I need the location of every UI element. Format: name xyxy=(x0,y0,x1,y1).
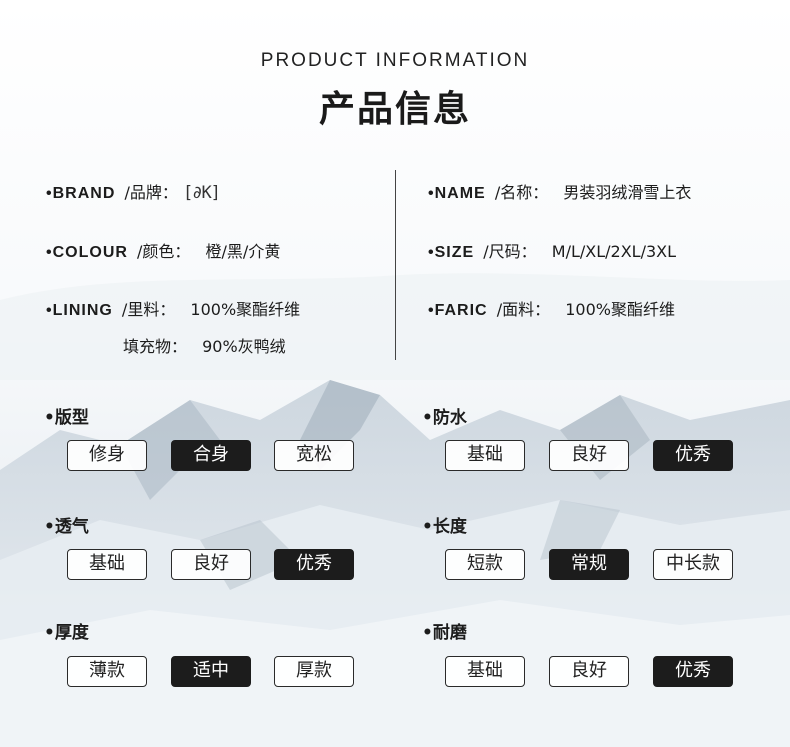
heading-cn: 产品信息 xyxy=(318,89,471,130)
spec-faric-value: 100%聚酯纤维 xyxy=(565,300,675,319)
attr-durability-title: •耐磨 xyxy=(422,623,467,643)
attr-fit-option-1[interactable]: 修身 xyxy=(67,440,147,471)
attr-breathability-option-2[interactable]: 良好 xyxy=(171,549,251,580)
spec-colour: •COLOUR /颜色： 橙/黑/介黄 xyxy=(46,241,280,263)
spec-name: •NAME /名称： 男装羽绒滑雪上衣 xyxy=(428,182,691,204)
attr-thickness-option-3[interactable]: 厚款 xyxy=(274,656,354,687)
spec-size-value: M/L/XL/2XL/3XL xyxy=(551,242,677,261)
spec-filling: 填充物： 90%灰鸭绒 xyxy=(123,333,286,357)
spec-colour-value: 橙/黑/介黄 xyxy=(205,242,281,261)
attr-breathability-title: •透气 xyxy=(44,517,89,537)
spec-size-key: •SIZE xyxy=(428,244,475,261)
attr-waterproof-option-1[interactable]: 基础 xyxy=(445,440,525,471)
attr-length-option-1[interactable]: 短款 xyxy=(445,549,525,580)
spec-filling-value: 90%灰鸭绒 xyxy=(202,337,286,356)
spec-colour-key: •COLOUR xyxy=(46,244,128,261)
attr-waterproof-option-2[interactable]: 良好 xyxy=(549,440,629,471)
spec-name-value: 男装羽绒滑雪上衣 xyxy=(563,183,692,202)
attr-thickness-title: •厚度 xyxy=(44,623,89,643)
spec-faric-key: •FARIC xyxy=(428,302,488,319)
attr-fit-option-3[interactable]: 宽松 xyxy=(274,440,354,471)
spec-colour-label: /颜色： xyxy=(137,242,191,261)
attr-waterproof-title: •防水 xyxy=(422,408,467,428)
attr-length-title: •长度 xyxy=(422,517,467,537)
spec-size: •SIZE /尺码： M/L/XL/2XL/3XL xyxy=(428,241,676,263)
spec-name-label: /名称： xyxy=(494,183,549,202)
attr-durability-option-3[interactable]: 优秀 xyxy=(653,656,733,687)
spec-size-label: /尺码： xyxy=(483,242,537,261)
attr-fit-title: •版型 xyxy=(44,408,89,428)
attr-waterproof-option-3[interactable]: 优秀 xyxy=(653,440,733,471)
spec-lining-value: 100%聚酯纤维 xyxy=(190,300,301,319)
spec-brand: •BRAND /品牌： [∂K] xyxy=(46,182,221,204)
spec-divider xyxy=(395,170,396,360)
spec-name-key: •NAME xyxy=(428,185,486,202)
spec-faric-label: /面料： xyxy=(496,300,551,319)
attr-thickness-option-2[interactable]: 适中 xyxy=(171,656,251,687)
attr-length-option-2[interactable]: 常规 xyxy=(549,549,629,580)
attr-durability-option-1[interactable]: 基础 xyxy=(445,656,525,687)
spec-faric: •FARIC /面料： 100%聚酯纤维 xyxy=(428,299,675,321)
attr-breathability-option-1[interactable]: 基础 xyxy=(67,549,147,580)
spec-lining-key: •LINING xyxy=(46,302,113,319)
attr-thickness-option-1[interactable]: 薄款 xyxy=(67,656,147,687)
heading-en: PRODUCT INFORMATION xyxy=(260,50,530,71)
spec-lining-label: /里料： xyxy=(121,300,176,319)
spec-brand-label: /品牌： xyxy=(124,183,178,202)
spec-filling-label: 填充物： xyxy=(123,337,188,356)
spec-brand-key: •BRAND xyxy=(46,185,116,202)
attr-fit-option-2[interactable]: 合身 xyxy=(171,440,251,471)
spec-lining: •LINING /里料： 100%聚酯纤维 xyxy=(46,299,300,321)
brand-logo: [∂K] xyxy=(182,183,221,203)
attr-breathability-option-3[interactable]: 优秀 xyxy=(274,549,354,580)
attr-durability-option-2[interactable]: 良好 xyxy=(549,656,629,687)
attr-length-option-3[interactable]: 中长款 xyxy=(653,549,733,580)
